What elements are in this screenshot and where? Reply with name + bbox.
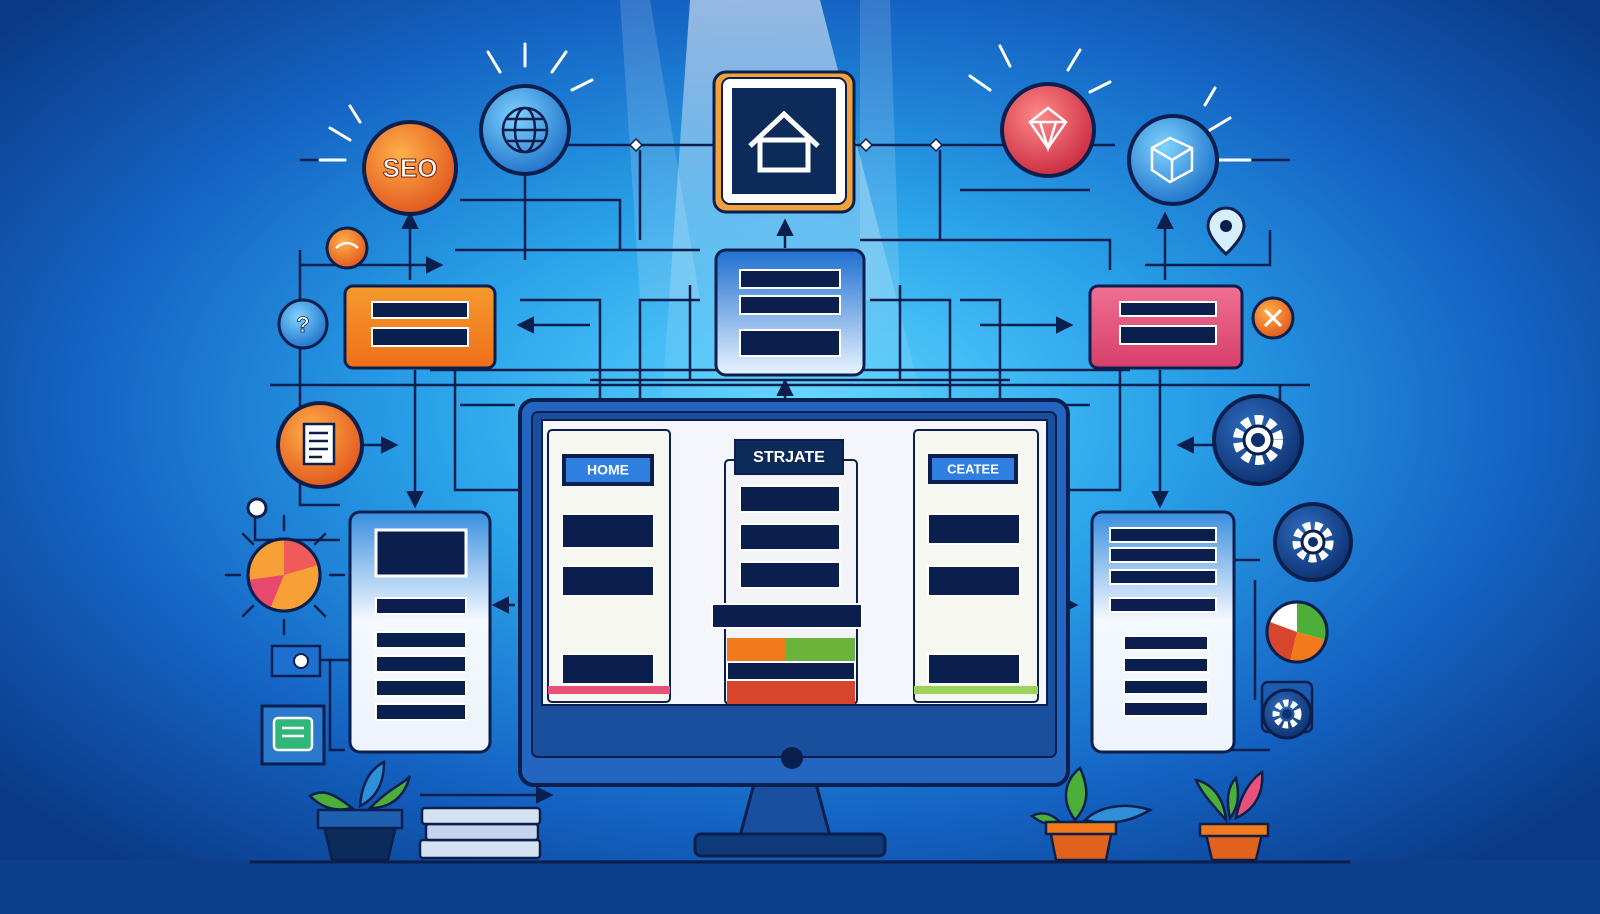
gear-icon-3: [1260, 680, 1314, 740]
gear-icon: [1212, 394, 1304, 486]
top-center-panel: [714, 248, 866, 377]
question-icon: ?: [277, 298, 329, 350]
orange-panel: [343, 284, 497, 370]
plant-icon-2: [1029, 766, 1154, 862]
globe-icon: [479, 42, 594, 176]
monitor-base: [693, 832, 887, 858]
seo-label: SEO: [383, 153, 438, 183]
small-gear-box-icon: [270, 644, 322, 678]
pink-panel: [1088, 284, 1244, 370]
pie-chart-icon: [1265, 600, 1329, 664]
power-button: [781, 747, 803, 769]
close-icon: [1251, 296, 1295, 340]
floor: [0, 860, 1600, 914]
document-icon: [276, 401, 364, 489]
cube-icon: [1127, 86, 1252, 206]
strjate-label: STRJATE: [753, 449, 825, 466]
small-badge-icon: [325, 226, 369, 270]
chat-icon: [260, 704, 326, 766]
home-node: [712, 70, 856, 214]
sunburst-icon: [224, 514, 346, 636]
left-side-card: [348, 510, 492, 754]
home-label: HOME: [587, 462, 629, 478]
gear-icon-2: [1273, 502, 1353, 582]
connector-lines: [253, 143, 1310, 804]
diamond-badge-icon: [968, 44, 1112, 178]
connector-diamonds: [628, 137, 944, 153]
plant-icon: [307, 759, 412, 862]
monitor-neck: [738, 778, 832, 838]
column-home: [547, 429, 671, 703]
ceatee-label: CEATEE: [947, 461, 999, 476]
column-ceatee: [913, 429, 1039, 703]
light-beam-right: [860, 0, 900, 300]
home-icon: [748, 110, 820, 173]
svg-text:?: ?: [296, 312, 309, 337]
plant-icon-3: [1193, 769, 1270, 862]
right-side-card: [1090, 510, 1236, 754]
location-pin-icon: [1206, 206, 1246, 257]
column-strjate: [711, 439, 863, 705]
books-icon: [418, 806, 542, 860]
seo-badge-icon: SEO: [318, 104, 458, 216]
node-dot: [246, 497, 268, 519]
